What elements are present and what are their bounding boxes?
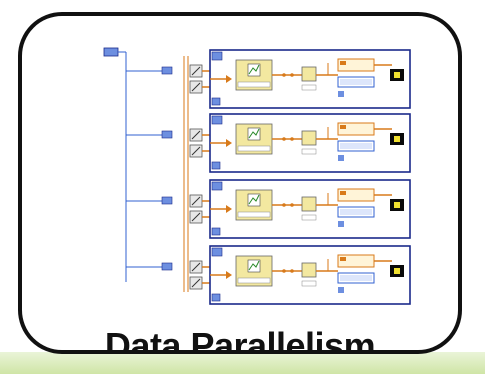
wire-arrow <box>226 205 232 213</box>
numeric-constant <box>161 262 173 271</box>
function-node <box>301 262 317 278</box>
subvi-glyph <box>248 260 260 271</box>
loop-iteration-terminal <box>211 97 221 106</box>
function-node <box>301 196 317 212</box>
subvi-label-box <box>237 211 271 218</box>
property-node-fill <box>340 143 372 149</box>
block-diagram <box>103 47 411 305</box>
numeric-constant <box>161 130 173 139</box>
cluster-element <box>340 191 346 195</box>
subvi-icon <box>247 259 261 273</box>
property-node-fill <box>340 79 372 85</box>
function-node <box>301 66 317 82</box>
subvi-label-box <box>237 81 271 88</box>
subvi-icon <box>247 127 261 141</box>
loop-iteration-terminal <box>211 293 221 302</box>
function-label-box <box>301 84 317 91</box>
caption-title: Data Parallelism <box>104 325 376 354</box>
wire-arrow <box>226 75 232 83</box>
cluster-element <box>340 125 346 129</box>
subvi-label-box <box>237 145 271 152</box>
split-icon-glyph <box>191 82 201 92</box>
property-node-fill <box>340 275 372 281</box>
split-icon-glyph <box>191 146 201 156</box>
wire-arrow <box>226 271 232 279</box>
numeric-constant <box>161 196 173 205</box>
property-node-fill <box>340 209 372 215</box>
cluster-element <box>340 257 346 261</box>
wire-junction <box>282 137 286 141</box>
loop-count-terminal <box>211 115 223 125</box>
loop-count-terminal <box>211 51 223 61</box>
split-icon-glyph <box>191 262 201 272</box>
output-indicator-glyph <box>394 72 400 78</box>
wire-arrow <box>226 139 232 147</box>
subvi-glyph <box>248 64 260 75</box>
small-constant <box>338 287 344 293</box>
split-icon-glyph <box>191 212 201 222</box>
numeric-constant <box>161 66 173 75</box>
subvi-icon <box>247 193 261 207</box>
wire-junction <box>290 73 294 77</box>
function-label-box <box>301 148 317 155</box>
small-constant <box>338 91 344 97</box>
subvi-glyph <box>248 194 260 205</box>
wire-junction <box>290 203 294 207</box>
split-icon-glyph <box>191 278 201 288</box>
output-indicator-glyph <box>394 136 400 142</box>
small-constant <box>338 221 344 227</box>
loop-iteration-terminal <box>211 227 221 236</box>
function-label-box <box>301 280 317 287</box>
wire-junction <box>290 137 294 141</box>
input-terminal <box>103 47 119 57</box>
loop-iteration-terminal <box>211 161 221 170</box>
output-indicator-glyph <box>394 268 400 274</box>
wire-junction <box>290 269 294 273</box>
split-icon-glyph <box>191 66 201 76</box>
subvi-label-box <box>237 277 271 284</box>
small-constant <box>338 155 344 161</box>
subvi-icon <box>247 63 261 77</box>
slide-card: Data Parallelism <box>18 12 462 354</box>
function-node <box>301 130 317 146</box>
bottom-green-band <box>0 352 485 374</box>
function-label-box <box>301 214 317 221</box>
output-indicator-glyph <box>394 202 400 208</box>
loop-count-terminal <box>211 181 223 191</box>
split-icon-glyph <box>191 196 201 206</box>
subvi-glyph <box>248 128 260 139</box>
loop-count-terminal <box>211 247 223 257</box>
wire-junction <box>282 203 286 207</box>
cluster-element <box>340 61 346 65</box>
wire-junction <box>282 269 286 273</box>
wire-junction <box>282 73 286 77</box>
split-icon-glyph <box>191 130 201 140</box>
